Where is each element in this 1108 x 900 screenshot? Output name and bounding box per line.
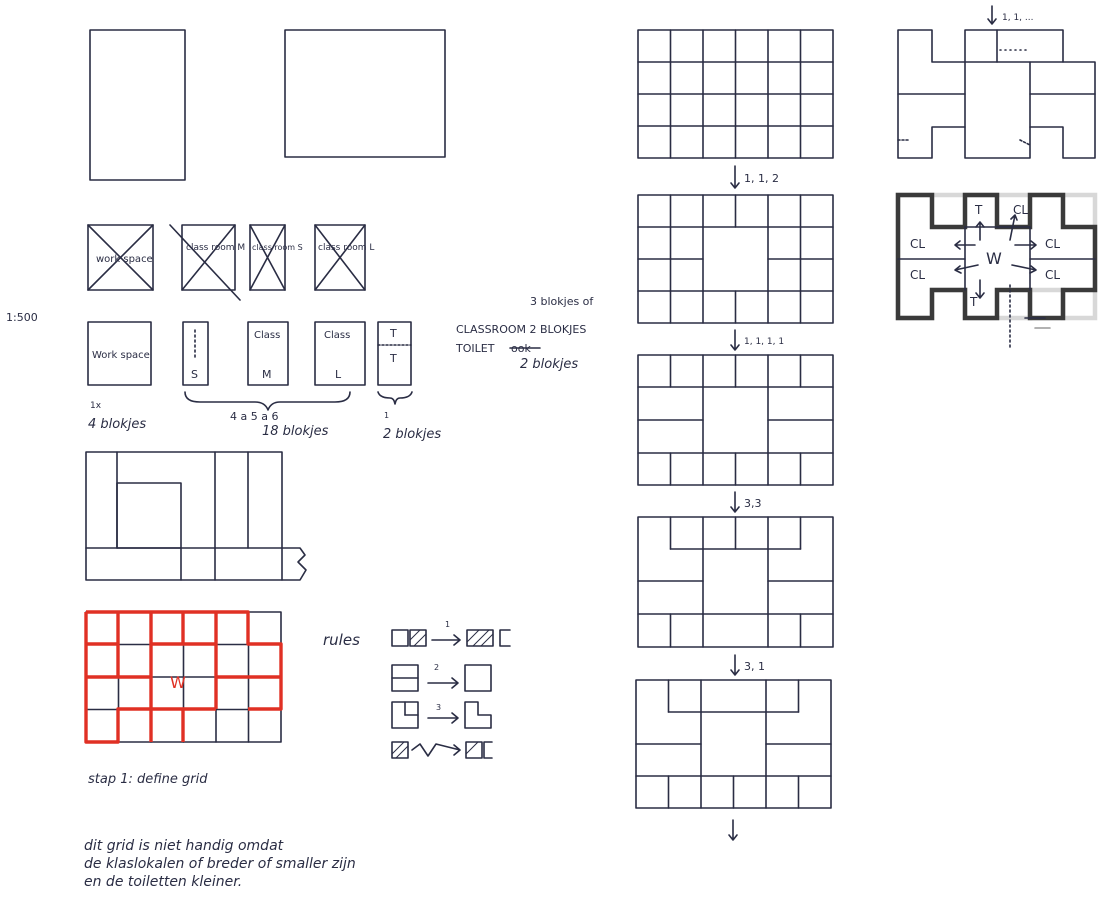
rule-1: 1 <box>392 620 510 646</box>
sequence-grid-5 <box>636 680 831 808</box>
rules-title: rules <box>323 631 360 649</box>
block-class-m-label: Class <box>254 330 280 341</box>
red-grid: W <box>86 612 281 742</box>
scale-label: 1:500 <box>6 311 38 324</box>
crossed-block-class-l: class room L <box>315 225 374 290</box>
block-class-m: Class M <box>248 322 288 385</box>
count-class: 18 blokjes <box>262 424 329 439</box>
sequence-step-2: 1, 1, 1, 1 <box>744 337 784 347</box>
floor-plan-cl-left-bottom: CL <box>910 268 925 282</box>
sequence-arrow-4 <box>731 655 739 675</box>
note-line-2: de klaslokalen of breder of smaller zijn <box>84 856 356 872</box>
legend-classroom-options: 3 blokjes of <box>530 295 594 308</box>
count-toilet-multiplier: 1 <box>384 411 389 420</box>
sequence-arrow-1 <box>731 166 739 188</box>
floor-plan-work: W <box>986 249 1002 268</box>
floor-plan: T CL CL CL W CL CL T <box>898 195 1095 350</box>
crossed-label-workspace: work space <box>96 254 153 265</box>
note-line-1: dit grid is niet handig omdat <box>84 838 284 854</box>
block-workspace: Work space <box>88 322 151 385</box>
sequence-grid-2 <box>638 195 833 323</box>
plot-outline-wide <box>285 30 445 157</box>
sequence-arrow-3 <box>731 492 739 512</box>
crossed-block-class-m: class room M <box>170 225 245 300</box>
count-workspace-multiplier: 1x <box>90 401 102 411</box>
plot-outline-narrow <box>90 30 185 180</box>
rule-3-number: 3 <box>436 703 441 712</box>
sequence-grid-4 <box>638 517 833 647</box>
red-grid-label: W <box>170 673 186 692</box>
block-toilet: T T <box>378 322 411 385</box>
count-workspace: 4 blokjes <box>88 417 146 432</box>
block-workspace-label: Work space <box>92 350 150 361</box>
floor-plan-toilet-bottom: T <box>969 295 978 309</box>
crossed-label-class-m: class room M <box>186 243 245 253</box>
top-right-plan <box>898 30 1095 158</box>
block-toilet-bottom: T <box>389 352 397 365</box>
floor-plan-cl-right-top: CL <box>1045 237 1060 251</box>
block-class-s: S <box>183 322 208 385</box>
block-class-l-size: L <box>335 368 342 381</box>
sequence-arrow-5 <box>729 820 737 840</box>
floor-plan-toilet-top: T <box>974 203 983 217</box>
sequence-arrow-2 <box>731 330 739 350</box>
sequence-step-3: 3,3 <box>744 497 762 510</box>
block-class-l: Class L <box>315 322 365 385</box>
legend-toilet-label: TOILET <box>455 342 495 355</box>
floor-plan-cl-right-bottom: CL <box>1045 268 1060 282</box>
class-brace <box>185 392 350 410</box>
rule-1-number: 1 <box>445 620 450 629</box>
rule-2-number: 2 <box>434 663 439 672</box>
count-toilet: 2 blokjes <box>383 427 441 442</box>
crossed-label-class-s: class room S <box>252 243 303 252</box>
count-class-range: 4 a 5 a 6 <box>230 410 278 423</box>
rule-2: 2 <box>392 663 491 691</box>
block-class-l-label: Class <box>324 330 350 341</box>
note-line-3: en de toiletten kleiner. <box>84 874 242 890</box>
legend-classroom: CLASSROOM 2 BLOKJES <box>456 323 586 336</box>
crossed-block-workspace: work space <box>88 225 153 290</box>
crossed-label-class-l: class room L <box>318 243 374 253</box>
floor-plan-cl-left-top: CL <box>910 237 925 251</box>
crossed-block-class-s: class room S <box>250 225 303 290</box>
step1-label: stap 1: define grid <box>88 772 208 787</box>
sequence-grid-3 <box>638 355 833 485</box>
toilet-brace <box>378 392 412 404</box>
top-right-step: 1, 1, ... <box>1002 13 1033 23</box>
plan-sketch <box>86 452 306 580</box>
block-toilet-top: T <box>389 327 397 340</box>
rule-3: 3 <box>392 702 491 728</box>
legend-toilet-value: 2 blokjes <box>520 357 578 372</box>
block-class-m-size: M <box>262 368 272 381</box>
top-right-arrow <box>988 6 996 24</box>
rule-4 <box>392 742 492 758</box>
sequence-grid-1 <box>638 30 833 158</box>
block-class-s-label: S <box>191 368 198 381</box>
sequence-step-1: 1, 1, 2 <box>744 172 779 185</box>
sequence-step-4: 3, 1 <box>744 660 765 673</box>
